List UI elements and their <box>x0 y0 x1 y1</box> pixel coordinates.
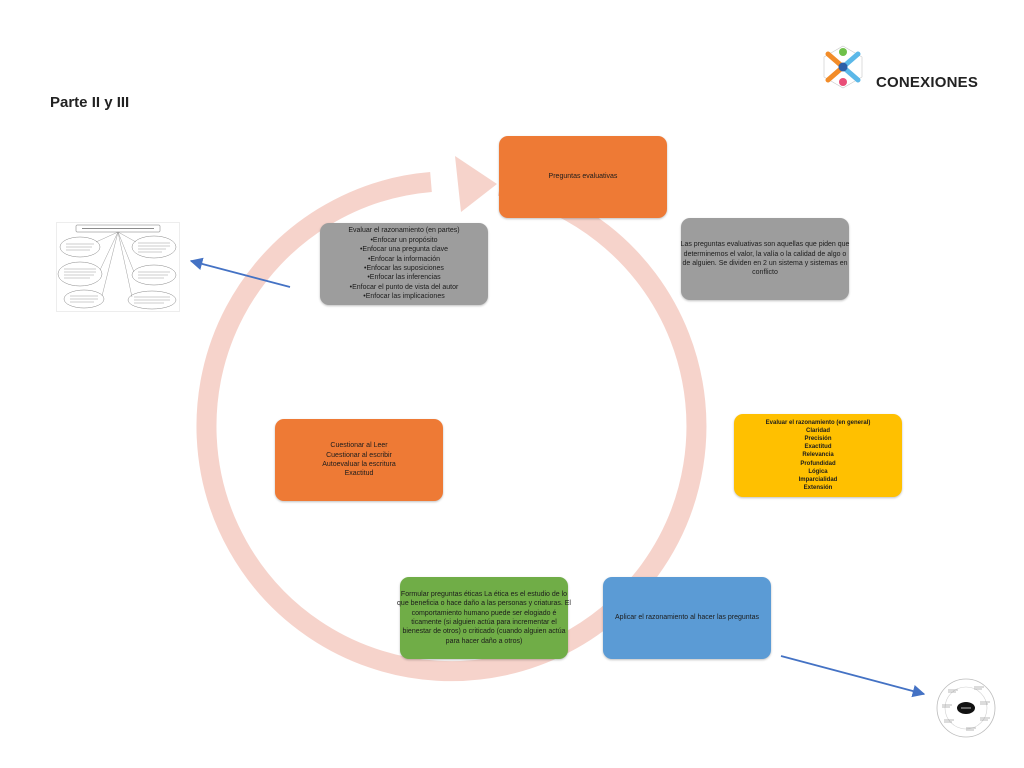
node-text-line: determinemos el valor, la valía o la cal… <box>683 250 847 258</box>
node-text-line: Exactitud <box>804 444 832 451</box>
node-text-line: de alguien. Se dividen en 2 un sistema y… <box>682 260 848 267</box>
node-text-line: •Enfocar las implicaciones <box>363 293 445 301</box>
node-preguntas-evaluativas: Preguntas evaluativas <box>499 136 667 218</box>
page-title: Parte II y III <box>50 94 130 111</box>
node-text-line: Autoevaluar la escritura <box>322 461 396 468</box>
node-preguntas-eticas: Formular preguntas éticas La ética es el… <box>397 577 571 659</box>
node-text-line: ticamente (si alguien actúa para increme… <box>411 619 557 626</box>
brand-name: CONEXIONES <box>876 74 979 91</box>
node-text-line: Precisión <box>804 436 832 443</box>
node-evaluar-partes: Evaluar el razonamiento (en partes) •Enf… <box>320 223 488 305</box>
node-text-line: Cuestionar al escribir <box>326 451 392 459</box>
node-aplicar-razonamiento: Aplicar el razonamiento al hacer las pre… <box>603 577 771 659</box>
node-text-line: •Enfocar una pregunta clave <box>359 246 449 254</box>
node-text-line: Claridad <box>805 428 830 435</box>
node-text-line: conflicto <box>752 269 778 277</box>
node-text-line: Evaluar el razonamiento (en partes) <box>348 227 460 235</box>
node-text-line: Preguntas evaluativas <box>548 173 618 181</box>
node-text-line: Profundidad <box>800 460 836 467</box>
node-text-line: Extensión <box>803 484 833 491</box>
node-text-line: Relevancia <box>802 452 834 459</box>
node-text-line: para hacer daño a otros) <box>445 637 523 645</box>
node-text-line: Aplicar el razonamiento al hacer las pre… <box>615 614 759 622</box>
node-text-line: bienestar de otros) o criticado (cuando … <box>402 628 566 636</box>
cycle-arrowhead <box>455 156 497 212</box>
node-text-line: •Enfocar las inferencias <box>367 274 441 282</box>
node-text-line: •Enfocar el punto de vista del autor <box>349 283 459 291</box>
node-evaluar-general: Evaluar el razonamiento (en general) Cla… <box>734 414 902 497</box>
node-text-line: Exactitud <box>344 470 374 478</box>
node-cuestionar: Cuestionar al Leer Cuestionar al escribi… <box>275 419 443 501</box>
node-text-line: •Enfocar las suposiciones <box>364 265 444 272</box>
node-text-line: Lógica <box>808 468 828 475</box>
node-text-line: •Enfocar un propósito <box>370 236 438 244</box>
node-text-line: Las preguntas evaluativas son aquellas q… <box>680 241 850 249</box>
node-text-line: •Enfocar la información <box>367 255 441 263</box>
node-text-line: Imparcialidad <box>798 476 838 483</box>
conexiones-logo-icon <box>823 45 863 89</box>
node-text-line: Cuestionar al Leer <box>330 442 388 450</box>
node-definicion: Las preguntas evaluativas son aquellas q… <box>681 218 849 300</box>
node-text-line: Evaluar el razonamiento (en general) <box>765 420 871 427</box>
node-text-line: Formular preguntas éticas La ética es el… <box>400 590 568 598</box>
mind-map-thumbnail-icon <box>56 222 180 312</box>
circular-diagram-thumbnail-icon <box>936 678 996 738</box>
node-text-line: comportamiento humano puede ser elogiado… <box>411 609 557 617</box>
node-text-line: que beneficia o hace daño a las personas… <box>397 600 571 608</box>
